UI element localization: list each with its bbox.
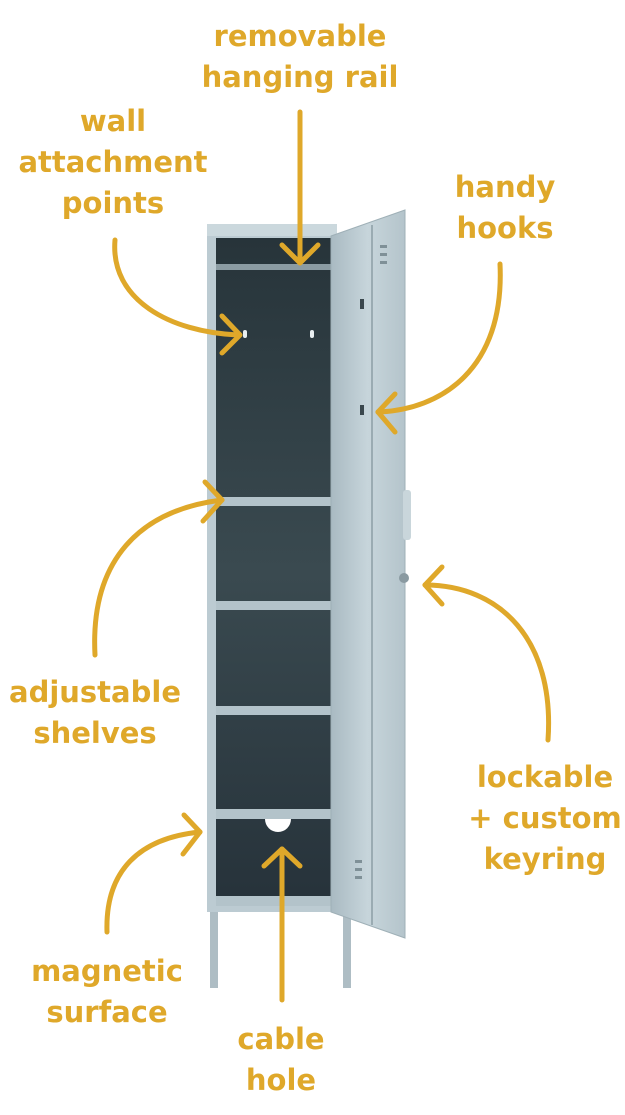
- shelf: [216, 706, 332, 715]
- label-hanging-rail: removable hanging rail: [202, 16, 399, 98]
- locker-door: [330, 209, 411, 939]
- hook: [360, 299, 364, 309]
- locker-leg: [210, 910, 218, 988]
- label-cable-hole: cable hole: [237, 1019, 324, 1101]
- label-magnetic: magnetic surface: [31, 951, 183, 1033]
- label-line: attachment: [18, 145, 208, 179]
- locker-leg: [343, 910, 351, 988]
- vent-slot: [380, 253, 387, 256]
- label-line: surface: [46, 995, 168, 1029]
- arrow-shelves: [92, 479, 225, 658]
- vent-slot: [355, 860, 362, 863]
- shelf: [216, 809, 332, 819]
- locker-body: [207, 224, 351, 988]
- lock-icon: [399, 573, 409, 583]
- arrow-cable-hole: [261, 846, 303, 1003]
- label-line: cable: [237, 1022, 325, 1056]
- label-shelves: adjustable shelves: [9, 672, 181, 754]
- shelf: [216, 601, 332, 610]
- arrow-hanging-rail: [279, 109, 321, 266]
- shelf: [216, 497, 332, 506]
- vent-slot: [355, 876, 362, 879]
- door-handle: [403, 490, 411, 540]
- cable-hole: [265, 819, 291, 832]
- hook: [360, 405, 364, 415]
- label-line: + custom: [468, 801, 622, 835]
- locker-top: [207, 224, 337, 236]
- vent-slot: [355, 868, 362, 871]
- wall-attachment-point: [310, 330, 314, 338]
- label-hooks: handy hooks: [455, 167, 556, 249]
- door-panel: [330, 209, 406, 939]
- label-line: removable: [213, 19, 387, 53]
- label-line: hooks: [456, 211, 554, 245]
- label-line: shelves: [33, 716, 157, 750]
- locker-floor: [216, 896, 332, 906]
- arrow-magnetic: [104, 812, 203, 935]
- label-line: keyring: [483, 842, 607, 876]
- label-line: hanging rail: [201, 60, 399, 94]
- wall-attachment-point: [243, 330, 247, 338]
- arrow-hooks: [375, 261, 503, 435]
- label-line: hole: [245, 1063, 317, 1097]
- label-line: handy: [454, 170, 556, 204]
- label-line: wall: [79, 104, 147, 138]
- label-line: lockable: [476, 760, 614, 794]
- hanging-rail: [216, 264, 332, 270]
- label-wall-points: wall attachment points: [18, 101, 207, 224]
- label-line: magnetic: [31, 954, 183, 988]
- label-lock: lockable + custom keyring: [468, 757, 622, 880]
- arrows: [92, 109, 552, 1003]
- arrow-lock: [422, 564, 552, 743]
- locker-interior: [216, 238, 332, 906]
- vent-slot: [380, 245, 387, 248]
- label-line: adjustable: [9, 675, 181, 709]
- vent-slot: [380, 261, 387, 264]
- arrow-wall-points: [112, 237, 243, 356]
- label-line: points: [61, 186, 165, 220]
